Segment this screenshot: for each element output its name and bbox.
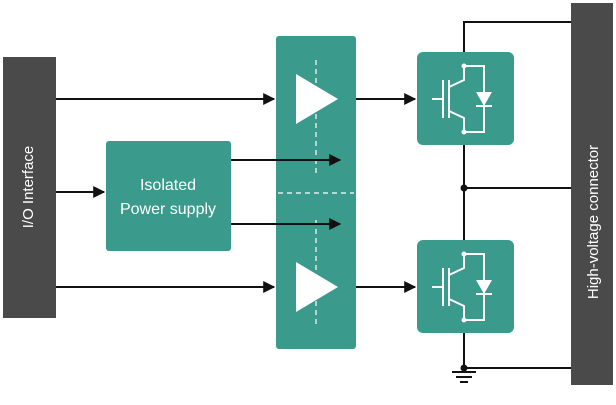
hv-connector-block: High-voltage connector [571,3,613,385]
high-side-transistor-block [417,52,514,145]
ground-icon [452,371,476,383]
low-side-transistor-block [417,240,514,333]
power-supply-label-line2: Power supply [120,201,216,218]
lower-amplifier-icon [296,262,338,312]
high-side-diode-icon [476,92,492,106]
dc-positive-rail [463,21,571,52]
hv-connector-label: High-voltage connector [585,145,602,299]
midpoint-junction-dot [460,184,468,192]
power-supply-block: Isolated Power supply [106,141,231,251]
negative-rail-junction-dot [460,364,468,372]
io-interface-block: I/O Interface [3,57,56,318]
high-side-igbt-icon [432,65,492,133]
isolated-driver-block [276,36,356,349]
signal-wires [56,21,571,369]
io-interface-label: I/O Interface [20,146,37,229]
upper-amplifier-icon [296,74,338,124]
power-supply-label-line1: Isolated [140,177,196,194]
low-side-diode-icon [476,280,492,294]
